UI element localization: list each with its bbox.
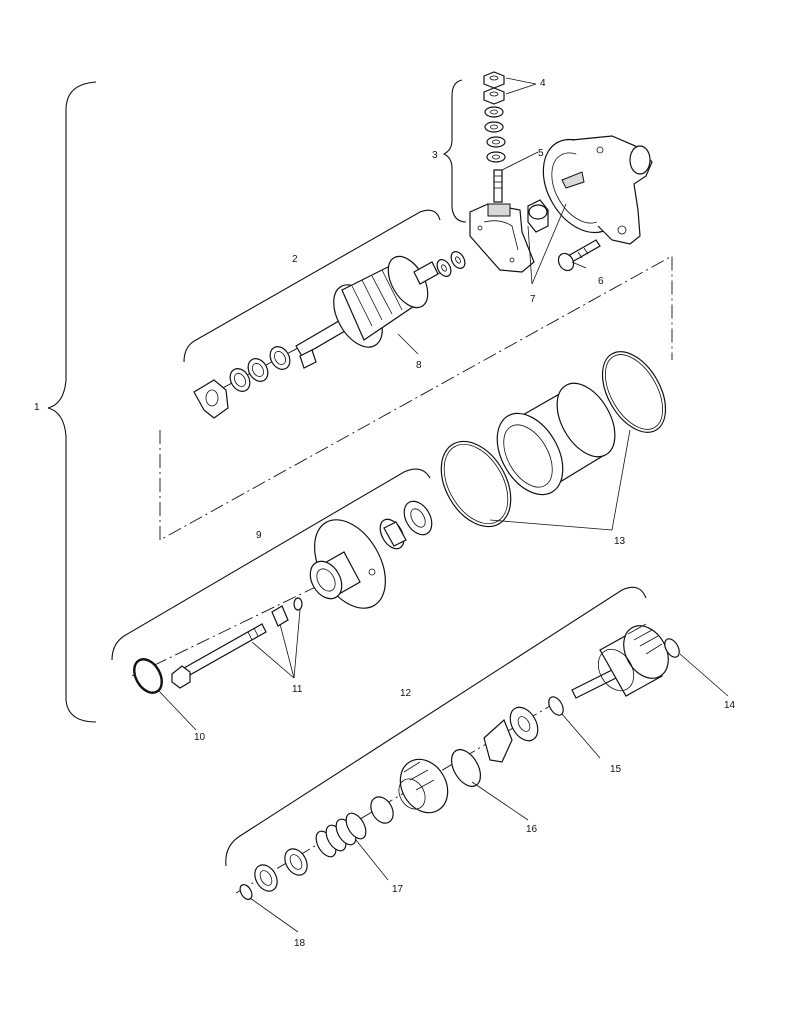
part-13-o-ring-rear-inner: [605, 354, 663, 430]
part-13-o-ring-front-inner: [443, 443, 509, 525]
callout-3: 3: [432, 150, 438, 161]
part-5-terminal-bolt: [493, 169, 503, 203]
pinion-gear-shaft: [571, 623, 669, 699]
callout-9: 9: [256, 530, 262, 541]
callout-2: 2: [292, 254, 298, 265]
part-4-nuts-washers: [483, 71, 506, 163]
part-10-o-ring: [133, 658, 163, 694]
end-cap-housing: [542, 135, 653, 245]
part-13-o-ring-rear: [601, 351, 667, 433]
callout-12: 12: [400, 688, 412, 699]
callout-16: 16: [526, 824, 538, 835]
callout-6: 6: [598, 276, 604, 287]
part-13-o-ring-front: [440, 440, 512, 528]
callout-1: 1: [34, 402, 40, 413]
callout-5: 5: [538, 148, 544, 159]
part-18-washer: [239, 884, 253, 900]
part-8-armature: [295, 255, 439, 369]
part-9-front-housing: [309, 519, 386, 609]
part-6-bolt: [557, 239, 601, 272]
part-11-washers: [271, 597, 303, 627]
part-17-spring: [254, 796, 394, 892]
leader-lines: [157, 77, 729, 933]
part-14-snap-ring: [664, 638, 680, 658]
callout-18: 18: [294, 938, 306, 949]
callout-15: 15: [610, 764, 622, 775]
callout-11: 11: [292, 684, 303, 695]
callout-14: 14: [724, 700, 736, 711]
bracket-3: [442, 79, 467, 223]
centerline-lower: [131, 579, 331, 677]
clutch-gear: [398, 758, 449, 814]
brush-plate: [469, 203, 535, 273]
callout-13: 13: [614, 536, 626, 547]
callout-10: 10: [194, 732, 206, 743]
part-16-ring: [450, 749, 482, 787]
part-13-motor-housing: [496, 382, 616, 496]
bracket-1: [47, 81, 97, 723]
bracket-12: [225, 586, 647, 867]
bracket-2: [183, 209, 441, 363]
bearings: [379, 500, 433, 550]
armature-washers-left: [193, 346, 291, 419]
part-15-snap-ring: [509, 696, 564, 742]
armature-washers-top: [436, 251, 466, 277]
stop-collar: [483, 718, 513, 763]
part-7-bushing: [527, 199, 549, 233]
part-11-through-bolt: [171, 623, 267, 689]
callout-17: 17: [392, 884, 404, 895]
callout-7: 7: [530, 294, 536, 305]
callout-8: 8: [416, 360, 422, 371]
centerline-shaft: [235, 699, 561, 894]
centerline-upper: [159, 255, 673, 541]
bracket-9: [111, 468, 431, 661]
callout-4: 4: [540, 78, 546, 89]
